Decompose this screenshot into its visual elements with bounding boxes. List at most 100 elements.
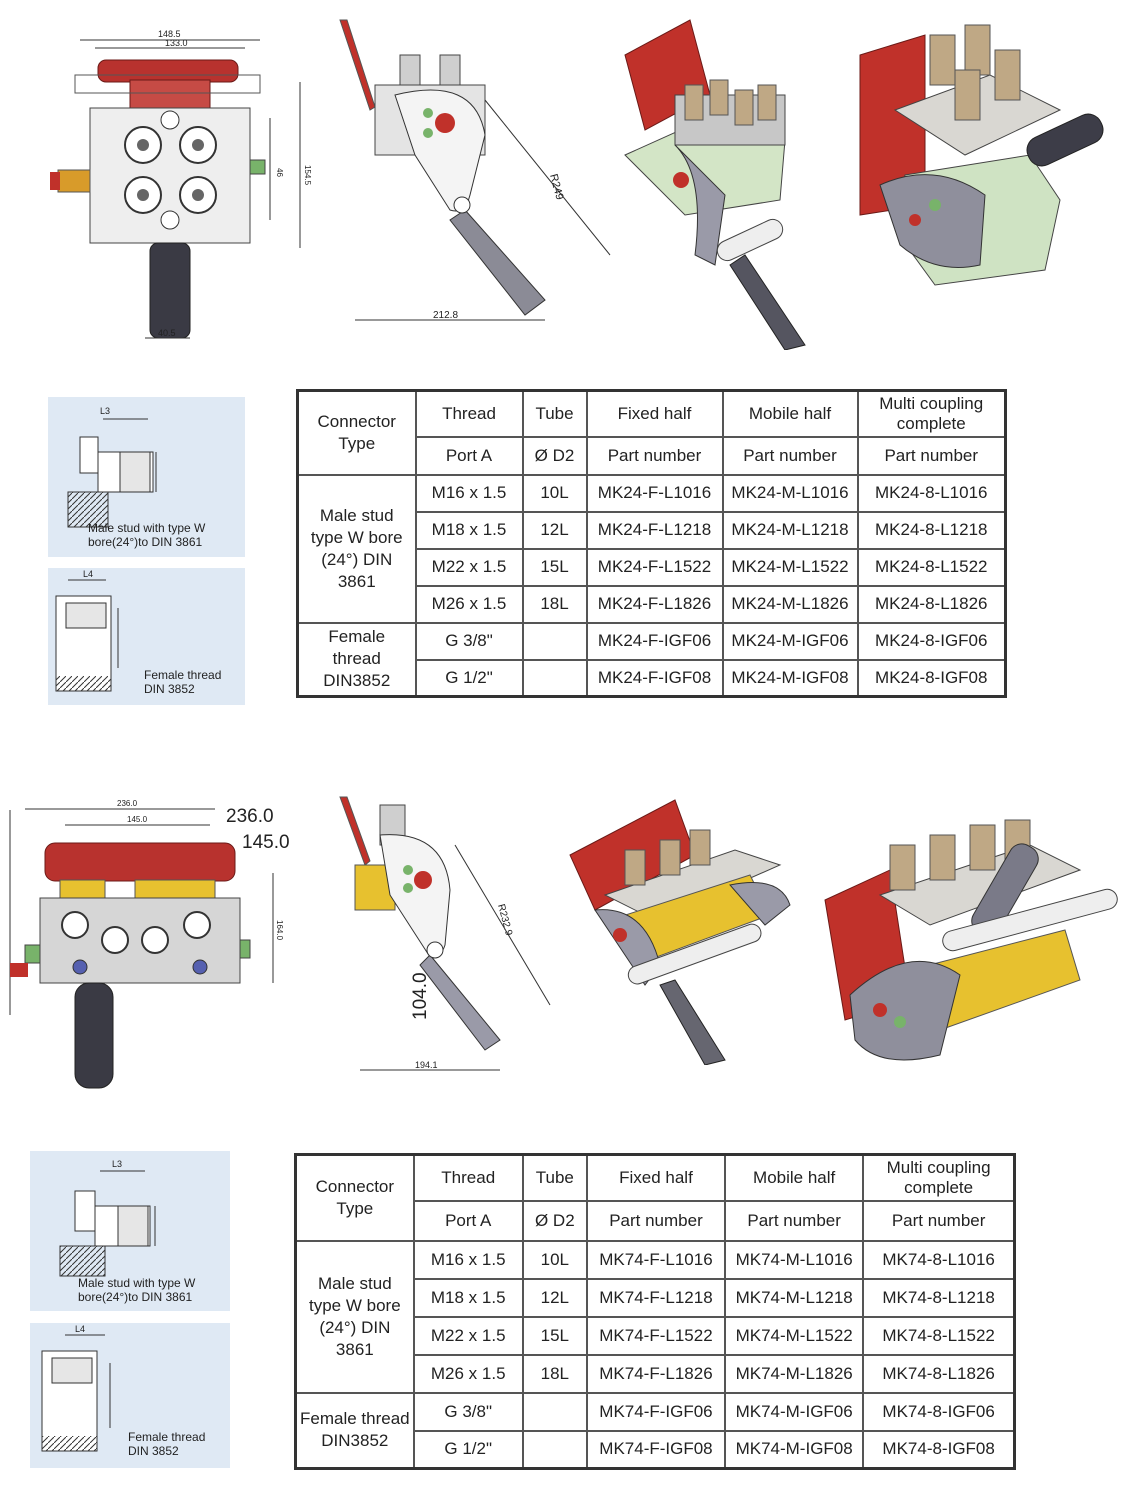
dim-148-5: 148.5	[158, 29, 181, 39]
section2-female-thread-thumb: L4 Female thread DIN 3852	[30, 1323, 230, 1468]
cell-mobile: MK24-M-L1522	[721, 547, 859, 587]
cell-multi: MK74-8-L1826	[862, 1353, 1016, 1394]
section1-iso-view-1	[624, 19, 806, 350]
dim-164: 164.0	[275, 920, 284, 941]
table-row: M22 x 1.5 15L MK74-F-L1522 MK74-M-L1522 …	[296, 1315, 1016, 1356]
table-row: M18 x 1.5 12L MK74-F-L1218 MK74-M-L1218 …	[296, 1277, 1016, 1318]
cell-thread: M16 x 1.5	[414, 473, 524, 513]
section1-female-thread-thumb: L4 Female thread DIN 3852	[48, 568, 245, 705]
group-female-thread: Female thread DIN3852	[296, 621, 417, 698]
cell-multi: MK24-8-L1522	[856, 547, 1007, 587]
cell-tube	[521, 1391, 588, 1432]
cell-multi: MK74-8-L1016	[862, 1239, 1016, 1280]
dim-r232-9: R232.9	[495, 903, 514, 937]
header-fixed-half: Fixed half	[585, 389, 724, 438]
group-male-stud: Male stud type W bore (24°) DIN 3861	[294, 1239, 415, 1394]
header-thread: Thread	[412, 1153, 524, 1202]
header-part-number: Part number	[724, 1199, 865, 1242]
group-male-stud: Male stud type W bore (24°) DIN 3861	[296, 473, 417, 624]
cell-mobile: MK74-M-L1016	[724, 1239, 865, 1280]
section2-iso-view-2	[824, 819, 1118, 1061]
table-row: M22 x 1.5 15L MK24-F-L1522 MK24-M-L1522 …	[298, 547, 1007, 587]
cell-tube: 10L	[521, 473, 588, 513]
table-row: G 1/2" MK74-F-IGF08 MK74-M-IGF08 MK74-8-…	[296, 1429, 1016, 1470]
section1-spec-table: Connector Type Thread Tube Fixed half Mo…	[296, 389, 1007, 698]
dim-145-small: 145.0	[127, 815, 148, 824]
cell-fixed: MK74-F-IGF06	[585, 1391, 727, 1432]
section2-iso-view-1	[569, 799, 791, 1065]
cell-tube: 15L	[521, 547, 588, 587]
cell-mobile: MK74-M-IGF06	[724, 1391, 865, 1432]
cell-fixed: MK24-F-L1522	[585, 547, 724, 587]
cell-tube: 18L	[521, 584, 588, 624]
header-d2: Ø D2	[521, 435, 588, 476]
section2-front-drawing: 236.0 145.0 164.0	[9, 799, 284, 1089]
cell-fixed: MK24-F-L1016	[585, 473, 724, 513]
dim-194-1: 194.1	[415, 1060, 438, 1070]
cell-tube: 12L	[521, 1277, 588, 1318]
header-part-number: Part number	[862, 1199, 1016, 1242]
cell-fixed: MK74-F-L1522	[585, 1315, 727, 1356]
cell-multi: MK74-8-IGF06	[862, 1391, 1016, 1432]
cell-multi: MK74-8-IGF08	[862, 1429, 1016, 1470]
table-row: G 1/2" MK24-F-IGF08 MK24-M-IGF08 MK24-8-…	[298, 658, 1007, 698]
cell-tube	[521, 1429, 588, 1470]
cell-mobile: MK24-M-L1826	[721, 584, 859, 624]
male-stud-caption: Male stud with type W bore(24°)to DIN 38…	[78, 1276, 196, 1304]
cell-mobile: MK74-M-IGF08	[724, 1429, 865, 1470]
dim-l4: L4	[75, 1324, 85, 1334]
dim-154-5: 154.5	[303, 165, 312, 186]
header-mobile-half: Mobile half	[724, 1153, 865, 1202]
table-row: Female thread DIN3852 G 3/8" MK74-F-IGF0…	[294, 1391, 1016, 1470]
header-mobile-half: Mobile half	[721, 389, 859, 438]
dim-l3: L3	[112, 1159, 122, 1169]
cell-tube: 10L	[521, 1239, 588, 1280]
header-tube: Tube	[521, 1153, 588, 1202]
table-row: Female thread DIN3852 G 3/8" MK24-F-IGF0…	[296, 621, 1007, 698]
cell-multi: MK24-8-IGF08	[856, 658, 1007, 698]
cell-fixed: MK24-F-L1826	[585, 584, 724, 624]
section1-male-stud-thumb: L3 Male stud with type W bore(24°)to DIN…	[48, 397, 245, 557]
cell-mobile: MK24-M-IGF08	[721, 658, 859, 698]
dim-104: 104.0	[410, 972, 431, 1020]
header-d2: Ø D2	[521, 1199, 588, 1242]
header-connector-type: Connector Type	[296, 389, 417, 476]
section1-iso-view-2	[859, 24, 1104, 286]
header-port-a: Port A	[412, 1199, 524, 1242]
section1-front-drawing: 148.5 133.0 154.5 46 40.5	[50, 29, 312, 339]
table-row: M18 x 1.5 12L MK24-F-L1218 MK24-M-L1218 …	[298, 510, 1007, 550]
dim-r249: R249	[547, 173, 565, 202]
cell-tube	[521, 658, 588, 698]
header-port-a: Port A	[414, 435, 524, 476]
cell-fixed: MK74-F-L1016	[585, 1239, 727, 1280]
header-part-number: Part number	[585, 1199, 727, 1242]
cell-fixed: MK74-F-L1826	[585, 1353, 727, 1394]
cell-thread: G 1/2"	[412, 1429, 524, 1470]
cell-multi: MK74-8-L1218	[862, 1277, 1016, 1318]
cell-thread: G 1/2"	[414, 658, 524, 698]
table-row: M26 x 1.5 18L MK74-F-L1826 MK74-M-L1826 …	[296, 1353, 1016, 1394]
cell-tube: 18L	[521, 1353, 588, 1394]
cell-thread: M22 x 1.5	[412, 1315, 524, 1356]
cell-thread: M18 x 1.5	[412, 1277, 524, 1318]
cell-thread: M26 x 1.5	[414, 584, 524, 624]
cell-thread: M22 x 1.5	[414, 547, 524, 587]
cell-mobile: MK24-M-IGF06	[721, 621, 859, 661]
group-female-thread: Female thread DIN3852	[294, 1391, 415, 1470]
header-multi-coupling: Multi coupling complete	[862, 1153, 1016, 1202]
male-stud-caption: Male stud with type W bore(24°)to DIN 38…	[88, 521, 206, 549]
section2-male-stud-thumb: L3 Male stud with type W bore(24°)to DIN…	[30, 1151, 230, 1311]
cell-multi: MK74-8-L1522	[862, 1315, 1016, 1356]
header-part-number: Part number	[856, 435, 1007, 476]
cell-mobile: MK24-M-L1016	[721, 473, 859, 513]
header-connector-type: Connector Type	[294, 1153, 415, 1242]
table-row: Male stud type W bore (24°) DIN 3861 M16…	[296, 473, 1007, 624]
dim-46: 46	[275, 168, 284, 177]
cell-multi: MK24-8-L1016	[856, 473, 1007, 513]
cell-mobile: MK74-M-L1218	[724, 1277, 865, 1318]
dim-212-8: 212.8	[433, 310, 458, 321]
dim-40-5: 40.5	[158, 328, 176, 338]
cell-multi: MK24-8-L1826	[856, 584, 1007, 624]
cell-tube	[521, 621, 588, 661]
header-fixed-half: Fixed half	[585, 1153, 727, 1202]
